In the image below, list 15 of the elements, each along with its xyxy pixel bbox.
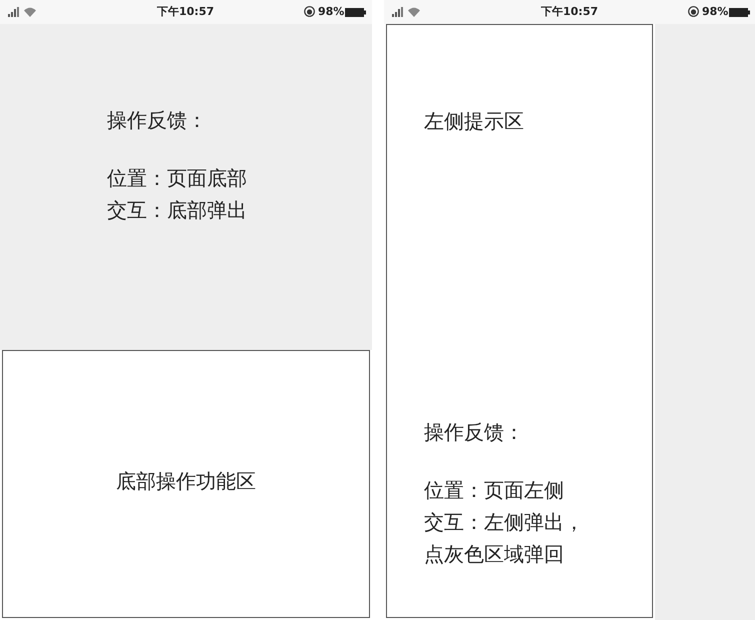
side-drawer-panel — [386, 24, 653, 618]
battery-percentage: 98% — [702, 5, 728, 19]
battery-percentage: 98% — [318, 5, 344, 19]
body-text: 交互：左侧弹出，点灰色区域弹回 — [424, 509, 585, 568]
bottom-sheet-panel — [2, 350, 370, 618]
dimmed-overlay — [0, 24, 372, 350]
panel-title: 底部操作功能区 — [115, 468, 257, 495]
heading-text: 操作反馈： — [107, 107, 207, 134]
body-text: 交互：底部弹出 — [107, 197, 247, 224]
body-text: 位置：页面左侧 — [424, 477, 564, 504]
status-time: 下午10:57 — [157, 5, 214, 19]
panel-title: 左侧提示区 — [424, 108, 524, 135]
status-time: 下午10:57 — [541, 5, 598, 19]
heading-text: 操作反馈： — [424, 419, 524, 446]
body-text: 位置：页面底部 — [107, 165, 247, 192]
